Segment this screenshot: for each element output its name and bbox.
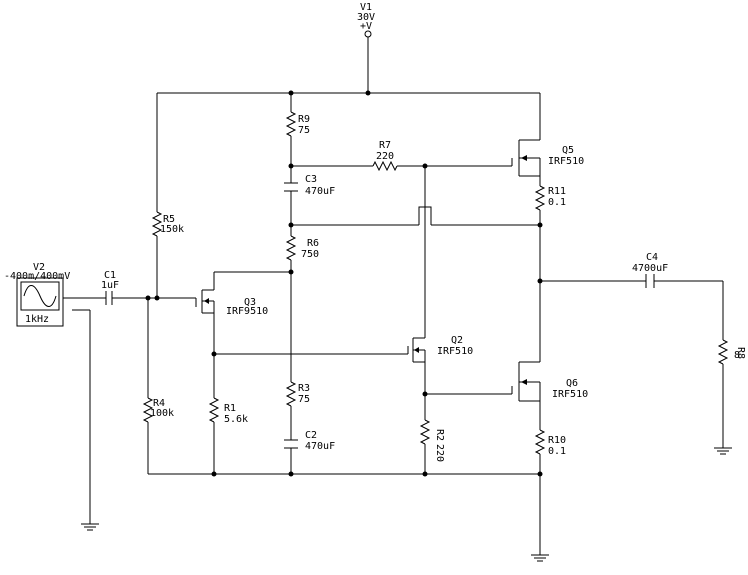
r2-resistor[interactable]: R2 220 <box>419 419 445 462</box>
v1-value: 30V <box>357 12 375 23</box>
c4-ref: C4 <box>646 252 658 263</box>
r4-ref: R4 <box>153 398 165 409</box>
v1-supply[interactable]: V1 30V +V <box>357 2 375 38</box>
junction-dot <box>422 471 428 477</box>
q2-ref: Q2 <box>451 335 463 346</box>
q5-ref: Q5 <box>562 145 574 156</box>
r6-resistor[interactable]: R6 750 <box>285 235 319 261</box>
v2-ref: V2 <box>33 262 45 273</box>
ground-icon <box>530 554 550 562</box>
q2-value: IRF510 <box>437 346 473 357</box>
r4-value: 100k <box>150 408 174 419</box>
junction-dot <box>288 222 294 228</box>
r3-resistor[interactable]: R3 75 <box>285 381 310 407</box>
junction-dot <box>145 295 151 301</box>
arrow-icon <box>204 298 209 304</box>
r7-resistor[interactable]: R7 220 <box>372 140 398 172</box>
r7-ref: R7 <box>379 140 391 151</box>
r5-resistor[interactable]: R5 150k <box>151 211 184 237</box>
v2-freq: 1kHz <box>25 314 49 325</box>
c1-value: 1uF <box>101 280 119 291</box>
junction-dot <box>288 163 294 169</box>
v1-pin: +V <box>360 21 372 32</box>
junctions <box>145 90 543 477</box>
r4-resistor[interactable]: R4 100k <box>142 397 174 423</box>
arrow-icon <box>414 347 419 353</box>
arrow-icon <box>521 155 527 161</box>
junction-dot <box>288 269 294 275</box>
q3-ref: Q3 <box>244 297 256 308</box>
junction-dot <box>537 278 543 284</box>
junction-dot <box>211 351 217 357</box>
junction-dot <box>365 90 371 96</box>
c1-capacitor[interactable]: C1 1uF <box>101 270 119 305</box>
c2-ref: C2 <box>305 430 317 441</box>
r11-value: 0.1 <box>548 197 566 208</box>
v2-source[interactable]: 1kHz V2 -400m/400mV <box>4 262 70 327</box>
c3-value: 470uF <box>305 186 335 197</box>
q6-mosfet[interactable]: Q6 IRF510 <box>511 361 588 402</box>
r1-value: 5.6k <box>224 414 248 425</box>
c3-ref: C3 <box>305 174 317 185</box>
r9-resistor[interactable]: R9 75 <box>285 111 310 137</box>
r6-value: 750 <box>301 249 319 260</box>
supply-terminal-icon <box>364 30 372 38</box>
q5-value: IRF510 <box>548 156 584 167</box>
r9-ref: R9 <box>298 114 310 125</box>
r1-ref: R1 <box>224 403 236 414</box>
arrow-icon <box>521 379 527 385</box>
r8-value: 8 <box>734 350 740 361</box>
r2-value: 220 <box>434 444 445 462</box>
v2-value: -400m/400mV <box>4 271 70 282</box>
ground-icon <box>713 447 733 455</box>
c2-value: 470uF <box>305 441 335 452</box>
c1-ref: C1 <box>104 270 116 281</box>
q3-mosfet[interactable]: Q3 IRF9510 <box>195 289 268 317</box>
r8-ref: R8 <box>735 347 746 359</box>
junction-dot <box>422 391 428 397</box>
r7-value: 220 <box>376 151 394 162</box>
c3-capacitor[interactable]: C3 470uF <box>284 174 335 197</box>
r3-ref: R3 <box>298 383 310 394</box>
junction-dot <box>211 471 217 477</box>
r5-ref: R5 <box>163 214 175 225</box>
q2-mosfet[interactable]: Q2 IRF510 <box>407 335 473 363</box>
junction-dot <box>288 90 294 96</box>
c2-capacitor[interactable]: C2 470uF <box>284 430 335 452</box>
r10-resistor[interactable]: R10 0.1 <box>534 429 566 457</box>
q6-ref: Q6 <box>566 378 578 389</box>
r10-value: 0.1 <box>548 446 566 457</box>
junction-dot <box>537 222 543 228</box>
q6-value: IRF510 <box>552 389 588 400</box>
sine-wave-icon <box>23 285 57 307</box>
r1-resistor[interactable]: R1 5.6k <box>208 397 248 425</box>
r2-ref: R2 <box>434 429 445 441</box>
c4-value: 4700uF <box>632 263 668 274</box>
junction-dot <box>288 471 294 477</box>
r8-resistor[interactable]: R8 8 <box>717 339 746 365</box>
ground-icon <box>80 523 100 531</box>
wires <box>63 37 724 555</box>
r6-ref: R6 <box>307 238 319 249</box>
v1-ref: V1 <box>360 2 372 13</box>
r5-value: 150k <box>160 224 184 235</box>
c4-capacitor[interactable]: C4 4700uF <box>632 252 668 288</box>
junction-dot <box>537 471 543 477</box>
junction-dot <box>422 163 428 169</box>
junction-dot <box>154 295 160 301</box>
r3-value: 75 <box>298 394 310 405</box>
r11-resistor[interactable]: R11 0.1 <box>534 185 566 211</box>
q5-mosfet[interactable]: Q5 IRF510 <box>511 139 584 177</box>
q3-value: IRF9510 <box>226 306 268 317</box>
r10-ref: R10 <box>548 435 566 446</box>
r9-value: 75 <box>298 125 310 136</box>
r11-ref: R11 <box>548 186 566 197</box>
